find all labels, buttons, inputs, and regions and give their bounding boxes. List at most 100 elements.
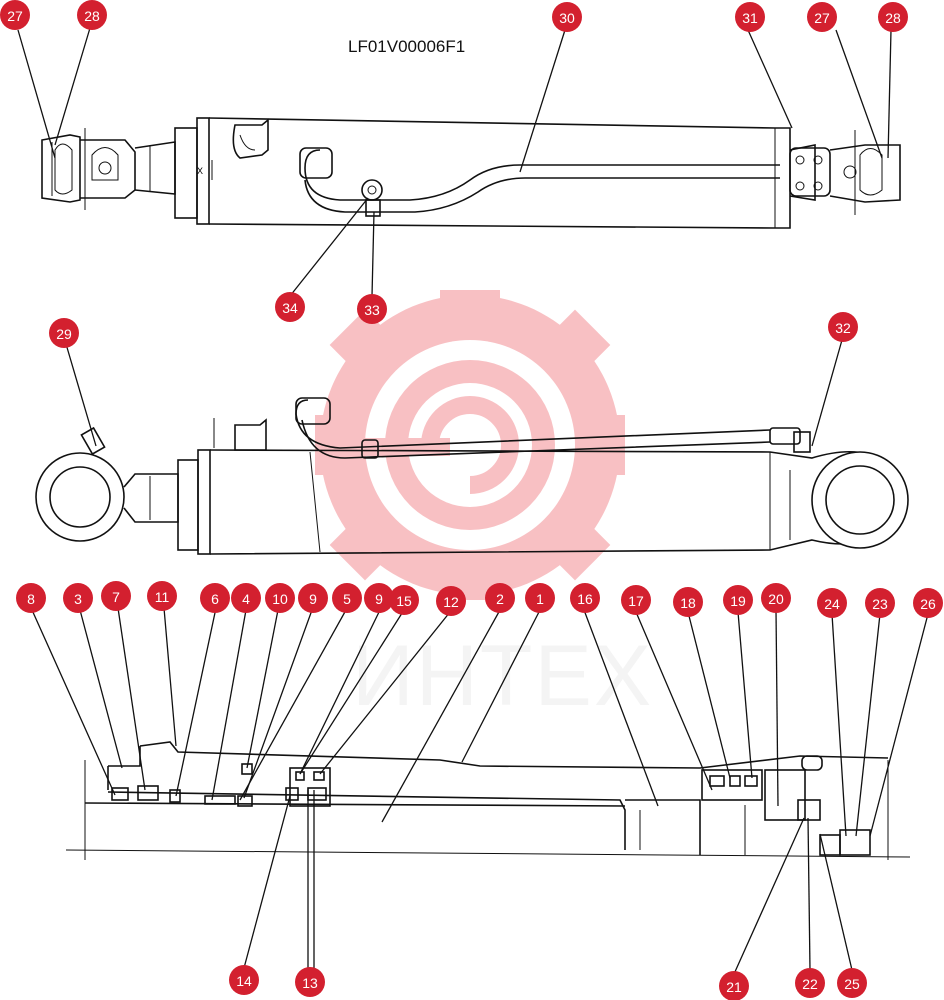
- callout-label: 31: [742, 10, 758, 26]
- callout-23: 23: [865, 588, 895, 618]
- callout-label: 13: [302, 975, 318, 991]
- callout-20: 20: [761, 583, 791, 613]
- callout-17: 17: [621, 585, 651, 615]
- callout-1: 1: [525, 583, 555, 613]
- callout-badge: [63, 583, 93, 613]
- callout-label: 32: [835, 320, 851, 336]
- callout-label: 5: [343, 591, 351, 607]
- gear-icon: [315, 290, 625, 600]
- callout-label: 7: [112, 589, 120, 605]
- callout-label: 26: [920, 596, 936, 612]
- callout-27: 27: [0, 0, 30, 30]
- callout-label: 22: [802, 976, 818, 992]
- callout-12: 12: [436, 586, 466, 616]
- callout-badge: [807, 2, 837, 32]
- callout-badge: [735, 2, 765, 32]
- drawing-code: LF01V00006F1: [348, 37, 465, 56]
- callout-badge: [878, 2, 908, 32]
- callout-badge: [275, 292, 305, 322]
- callout-label: 18: [680, 595, 696, 611]
- callout-badge: [913, 588, 943, 618]
- callout-10: 10: [265, 583, 295, 613]
- callout-badge: [295, 967, 325, 997]
- callout-label: 9: [375, 591, 383, 607]
- callout-19: 19: [723, 585, 753, 615]
- callout-label: 14: [236, 973, 252, 989]
- watermark-text: ИНТЕХ: [352, 628, 653, 724]
- callout-badge: [795, 968, 825, 998]
- callout-label: 3: [74, 591, 82, 607]
- callout-label: 9: [309, 591, 317, 607]
- callout-label: 27: [814, 10, 830, 26]
- callout-25: 25: [837, 968, 867, 998]
- svg-text:X: X: [197, 166, 203, 176]
- cylinder-top-view: X: [41, 117, 901, 229]
- callout-badge: [298, 583, 328, 613]
- cylinder-section-view: [65, 741, 911, 860]
- callout-label: 30: [559, 10, 575, 26]
- callout-badge: [865, 588, 895, 618]
- callout-badge: [332, 583, 362, 613]
- callout-label: 25: [844, 976, 860, 992]
- callout-badge: [570, 583, 600, 613]
- callout-badge: [828, 312, 858, 342]
- callout-badge: [200, 583, 230, 613]
- callout-4: 4: [231, 583, 261, 613]
- callout-label: 28: [84, 8, 100, 24]
- callout-badge: [49, 318, 79, 348]
- callout-badge: [723, 585, 753, 615]
- callout-24: 24: [817, 588, 847, 618]
- callout-label: 12: [443, 594, 459, 610]
- callout-15: 15: [389, 585, 419, 615]
- callout-label: 27: [7, 8, 23, 24]
- callout-badge: [621, 585, 651, 615]
- callout-label: 20: [768, 591, 784, 607]
- callout-5: 5: [332, 583, 362, 613]
- callout-22: 22: [795, 968, 825, 998]
- callout-32: 32: [828, 312, 858, 342]
- callout-badge: [229, 965, 259, 995]
- callout-label: 1: [536, 591, 544, 607]
- callout-badge: [101, 581, 131, 611]
- callout-label: 34: [282, 300, 298, 316]
- callout-label: 24: [824, 596, 840, 612]
- callout-label: 6: [211, 591, 219, 607]
- callout-label: 33: [364, 302, 380, 318]
- callout-2: 2: [485, 583, 515, 613]
- callout-14: 14: [229, 965, 259, 995]
- callout-label: 29: [56, 326, 72, 342]
- callout-33: 33: [357, 294, 387, 324]
- callout-badge: [389, 585, 419, 615]
- callout-badge: [817, 588, 847, 618]
- callout-label: 11: [155, 589, 170, 605]
- callout-badge: [16, 583, 46, 613]
- callout-28: 28: [77, 0, 107, 30]
- callout-6: 6: [200, 583, 230, 613]
- callout-badge: [673, 587, 703, 617]
- callout-badge: [231, 583, 261, 613]
- callout-27: 27: [807, 2, 837, 32]
- callout-16: 16: [570, 583, 600, 613]
- callout-18: 18: [673, 587, 703, 617]
- callout-label: 2: [496, 591, 504, 607]
- callout-label: 21: [726, 979, 742, 995]
- watermark: ИНТЕХ: [315, 290, 653, 724]
- callout-11: 11: [147, 581, 177, 611]
- callout-9: 9: [364, 583, 394, 613]
- callout-3: 3: [63, 583, 93, 613]
- callout-label: 16: [577, 591, 593, 607]
- callout-badge: [485, 583, 515, 613]
- callout-28: 28: [878, 2, 908, 32]
- leader-lines: [17, 27, 929, 975]
- callout-26: 26: [913, 588, 943, 618]
- callout-badge: [525, 583, 555, 613]
- callout-badge: [837, 968, 867, 998]
- cylinder-side-view: [35, 397, 909, 555]
- callout-21: 21: [719, 971, 749, 1000]
- callout-badge: [265, 583, 295, 613]
- callout-label: 28: [885, 10, 901, 26]
- callout-label: 17: [628, 593, 644, 609]
- callout-label: 23: [872, 596, 888, 612]
- callout-34: 34: [275, 292, 305, 322]
